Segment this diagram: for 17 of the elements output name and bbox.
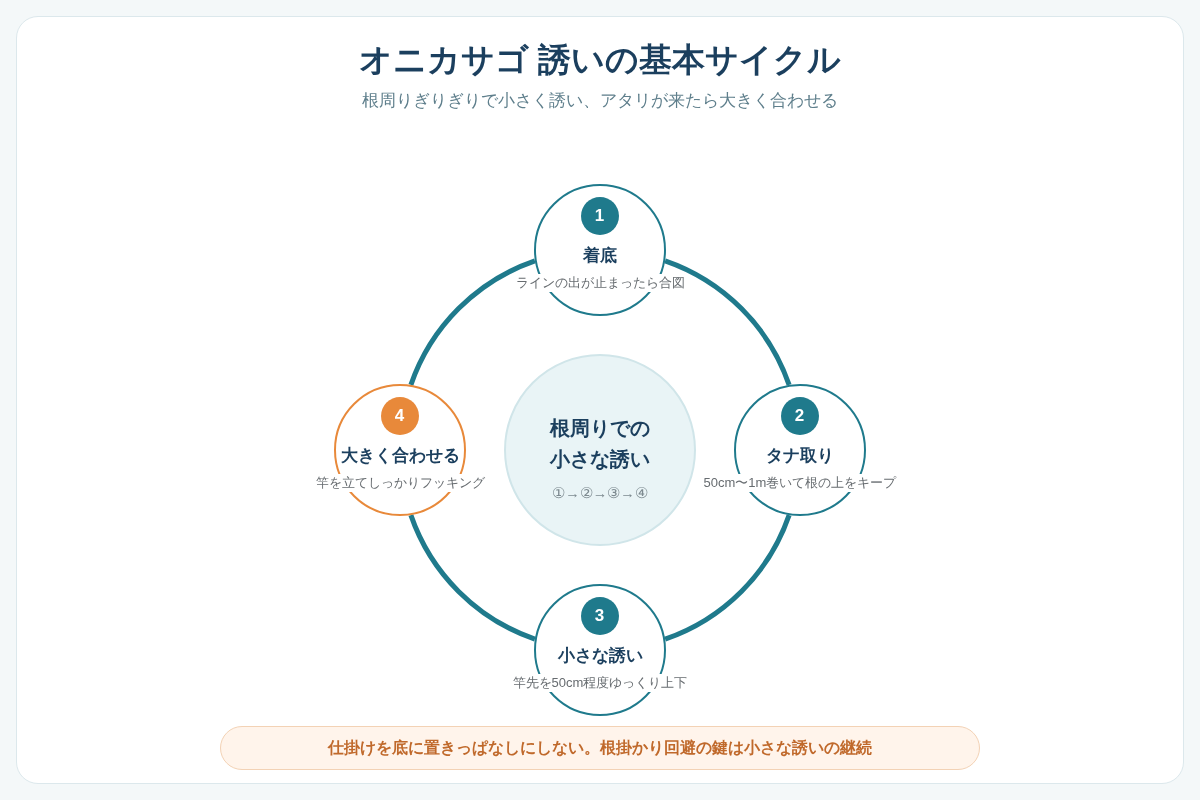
step-title: タナ取り: [766, 444, 834, 467]
number-badge: 1: [580, 196, 619, 235]
step-title: 大きく合わせる: [340, 444, 460, 467]
cycle-arc: [408, 258, 536, 386]
cycle-arc: [408, 514, 536, 642]
number-badge: 2: [780, 396, 819, 435]
note-banner: 仕掛けを底に置きっぱなしにしない。根掛かり回避の鍵は小さな誘いの継続: [220, 726, 980, 770]
step-title: 着底: [583, 244, 617, 267]
cycle-arc: [664, 514, 792, 642]
sequence-text: ①→②→③→④: [552, 484, 648, 503]
number-badge: 4: [380, 396, 419, 435]
step-title: 小さな誘い: [557, 644, 643, 667]
title: オニカサゴ 誘いの基本サイクル: [358, 40, 842, 80]
center-title: 根周りでの小さな誘い: [548, 415, 651, 472]
subtitle: 根周りぎりぎりで小さく誘い、アタリが来たら大きく合わせる: [362, 90, 838, 111]
cycle-arc: [664, 258, 792, 386]
number-badge: 3: [580, 596, 619, 635]
